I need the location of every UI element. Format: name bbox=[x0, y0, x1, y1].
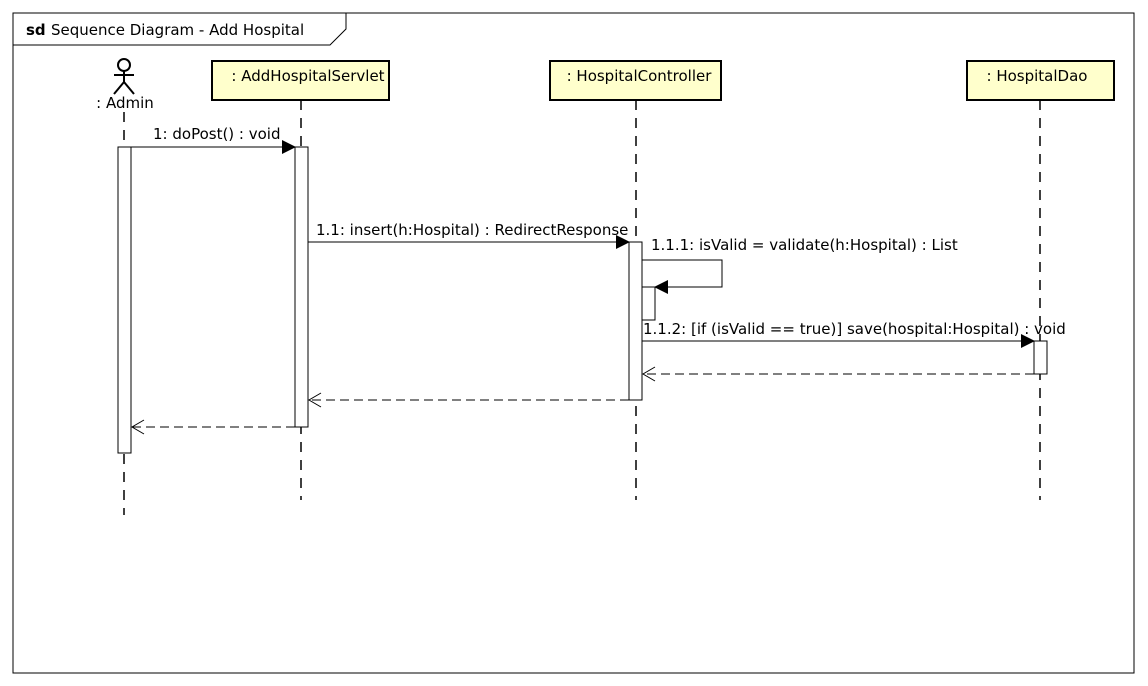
lifeline-label-servlet: : AddHospitalServlet bbox=[231, 67, 384, 85]
lifeline-label-controller: : HospitalController bbox=[567, 67, 713, 85]
return-arrowhead-dao bbox=[642, 366, 656, 382]
activation-controller bbox=[628, 241, 643, 401]
lifeline-box-servlet bbox=[211, 60, 390, 101]
activation-servlet bbox=[294, 146, 309, 428]
return-arrowhead-controller bbox=[308, 392, 322, 408]
message-label-save: 1.1.2: [if (isValid == true)] save(hospi… bbox=[643, 320, 1066, 338]
actor-leg-left bbox=[113, 81, 125, 95]
lifeline-label-dao: : HospitalDao bbox=[987, 67, 1088, 85]
actor-leg-right bbox=[123, 81, 135, 95]
lifeline-box-controller bbox=[549, 60, 722, 101]
frame-title: Sequence Diagram - Add Hospital bbox=[51, 21, 304, 39]
return-arrowhead-servlet bbox=[131, 419, 145, 435]
diagram-frame bbox=[12, 12, 1135, 674]
activation-admin bbox=[117, 146, 132, 454]
activation-controller-nested bbox=[641, 286, 656, 321]
actor-label: : Admin bbox=[96, 94, 154, 112]
frame-keyword: sd bbox=[26, 21, 46, 39]
lifeline-box-dao bbox=[966, 60, 1115, 101]
actor-admin bbox=[113, 58, 135, 95]
actor-head bbox=[117, 58, 131, 72]
message-label-dopost: 1: doPost() : void bbox=[153, 125, 281, 143]
activation-dao bbox=[1033, 340, 1048, 375]
message-label-insert: 1.1: insert(h:Hospital) : RedirectRespon… bbox=[316, 221, 628, 239]
message-label-validate: 1.1.1: isValid = validate(h:Hospital) : … bbox=[651, 236, 958, 254]
frame-title-tab bbox=[13, 13, 347, 46]
message-arrow-validate bbox=[642, 259, 723, 294]
